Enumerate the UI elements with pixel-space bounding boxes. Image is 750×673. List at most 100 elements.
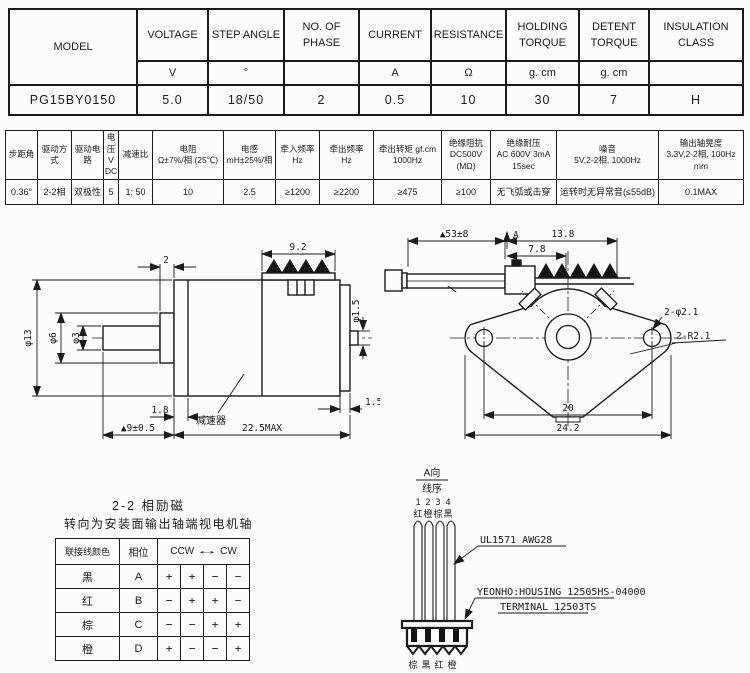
motor-body <box>173 279 341 397</box>
wire-color: 棕 <box>55 612 120 637</box>
unit-resistance: Ω <box>430 60 507 86</box>
wire-color: 橙 <box>55 636 120 661</box>
phase-subtitle: 转向为安装面输出轴端视电机轴 <box>64 517 254 531</box>
cn-v-dielectric: 无飞弧或击穿 <box>490 179 557 205</box>
value-holding-torque: 30 <box>505 84 580 116</box>
phase-row-orange: 橙 D + − − + <box>55 636 250 661</box>
direction-arrow-icon: ↔ <box>195 546 220 557</box>
unit-current: A <box>358 60 432 86</box>
unit-detent-torque: g. cm <box>578 60 650 86</box>
cn-h-resistance: 电阻 Ω±7%/相 (25℃) <box>152 130 224 180</box>
spec-col-holding-torque: HOLDING TORQUE <box>505 8 580 62</box>
dim-dia-shaft: φ3 <box>71 332 82 343</box>
pin-color-bottom: 红 <box>434 659 443 670</box>
rear-shaft-stub <box>349 330 359 346</box>
label-radius: 2-R2.1 <box>676 331 711 342</box>
ccw-label: CCW <box>170 546 195 557</box>
dim-total-len: 22.5MAX <box>242 423 282 434</box>
pin-color-bottom: 黑 <box>421 660 430 670</box>
cn-h-pull-in: 牵入频率 Hz <box>275 130 320 180</box>
phase-table: 联接线颜色 相位 CCW↔CW 黑 A + + − − 红 B − + + − … <box>55 538 250 661</box>
center-shaft-hole <box>555 324 581 350</box>
cn-h-inductance: 电感 mH±25%/相 <box>223 130 276 180</box>
spec-col-phase: NO. OF PHASE <box>283 8 360 62</box>
cn-v-inductance: 2.5 <box>223 179 276 205</box>
wire-order-label: 线序 <box>422 482 442 495</box>
phase-direction-header: CCW↔CW <box>157 538 250 565</box>
spec-model-header: MODEL <box>8 8 138 86</box>
cn-v-pull-out-torque: ≥475 <box>373 179 442 205</box>
value-step-angle: 18/50 <box>207 84 285 116</box>
end-cap <box>339 284 351 392</box>
cn-v-gear-ratio: 1: 50 <box>118 179 153 205</box>
pin-color-top: 橙 <box>423 508 432 519</box>
unit-phase <box>283 60 360 86</box>
cn-v-drive-mode: 2-2相 <box>37 179 72 205</box>
spec-col-voltage: VOLTAGE <box>136 8 209 62</box>
dim-dia-rear-shaft: φ1.5 <box>351 300 362 323</box>
spec-col-current: CURRENT <box>358 8 432 62</box>
phase-id: B <box>119 588 158 613</box>
spec-col-step-angle: STEP ANGLE <box>207 8 285 62</box>
side-view-drawing: φ13 φ6 φ3 φ1.5 9.2 2 1.8 1.5 ▲9±0.5 22.5… <box>23 242 380 439</box>
connector-housing <box>400 619 474 656</box>
connector-view-label: A向 <box>424 466 441 479</box>
value-model: PG15BY0150 <box>8 84 138 116</box>
cn-h-dielectric: 绝缘耐压 AC 600V 3mA 15sec <box>490 130 557 180</box>
value-phase: 2 <box>283 84 360 116</box>
wire-color: 红 <box>55 588 120 613</box>
spec-col-insulation: INSULATION CLASS <box>648 8 744 62</box>
label-holes: 2-φ2.1 <box>664 307 699 318</box>
cn-h-voltage: 电压 V DC <box>103 130 119 180</box>
cn-v-drive-circuit: 双极性 <box>71 179 104 205</box>
phase-row-red: 红 B − + + − <box>55 588 250 613</box>
spec-table: MODEL VOLTAGE STEP ANGLE NO. OF PHASE CU… <box>8 8 744 116</box>
connector-pins <box>411 628 459 642</box>
value-insulation: H <box>648 84 744 116</box>
pin-color-bottom: 棕 <box>408 659 417 670</box>
spec-col-detent-torque: DETENT TORQUE <box>578 8 650 62</box>
terminal-spec-label: TERMINAL 12503TS <box>500 602 596 613</box>
cn-v-shaft-play: 0.1MAX <box>658 179 744 205</box>
cn-h-insulation-res: 绝缘阻抗 DC500V (MΩ) <box>441 130 491 180</box>
cn-v-pull-in: ≥1200 <box>275 179 320 205</box>
wire-color: 黑 <box>55 564 120 589</box>
cn-h-pull-out-torque: 牵出转矩 gf.cm 1000Hz <box>373 130 442 180</box>
pin-number: 3 <box>435 498 440 508</box>
dim-dia-body: φ13 <box>23 329 34 346</box>
cn-h-drive-mode: 驱动方式 <box>37 130 72 180</box>
phase-row-black: 黑 A + + − − <box>55 564 250 589</box>
pin-color-top: 红 <box>413 508 422 519</box>
view-arrow-label: A <box>513 230 519 241</box>
pin-color-top: 棕 <box>433 508 442 519</box>
phase-id: C <box>119 612 158 637</box>
gearbox-label: 减速器 <box>196 415 226 427</box>
cn-v-noise: 运转时无异常音(≤55dB) <box>556 179 659 205</box>
cn-v-voltage: 5 <box>103 179 119 205</box>
value-resistance: 10 <box>430 84 507 116</box>
dim-top-width: 9.2 <box>289 242 306 253</box>
cn-spec-table: 步距角 驱动方式 驱动电路 电压 V DC 减速比 电阻 Ω±7%/相 (25℃… <box>5 130 744 205</box>
dim-dia-boss: φ6 <box>48 332 59 344</box>
unit-step-angle: ° <box>207 60 285 86</box>
spec-col-resistance: RESISTANCE <box>430 8 507 62</box>
dim-wire-block: 7.8 <box>528 244 545 255</box>
cn-h-drive-circuit: 驱动电路 <box>71 130 104 180</box>
output-shaft <box>102 325 161 351</box>
unit-holding-torque: g. cm <box>505 60 580 86</box>
value-voltage: 5.0 <box>136 84 209 116</box>
shaft-boss <box>159 312 175 364</box>
phase-id: D <box>119 636 158 661</box>
dim-top-width-front: 13.8 <box>552 229 575 240</box>
dim-flange-width: 24.2 <box>557 423 580 434</box>
cn-v-pull-out: ≥2200 <box>319 179 374 205</box>
unit-voltage: V <box>136 60 209 86</box>
pin-color-top: 黑 <box>443 509 452 519</box>
value-current: 0.5 <box>358 84 432 116</box>
cw-label: CW <box>220 546 237 557</box>
wire-clamp-block <box>504 265 536 295</box>
cn-h-gear-ratio: 减速比 <box>118 130 153 180</box>
dim-front-plate: 2 <box>163 255 169 266</box>
phase-row-brown: 棕 C − − + + <box>55 612 250 637</box>
wire-bundle-teeth <box>265 259 331 274</box>
